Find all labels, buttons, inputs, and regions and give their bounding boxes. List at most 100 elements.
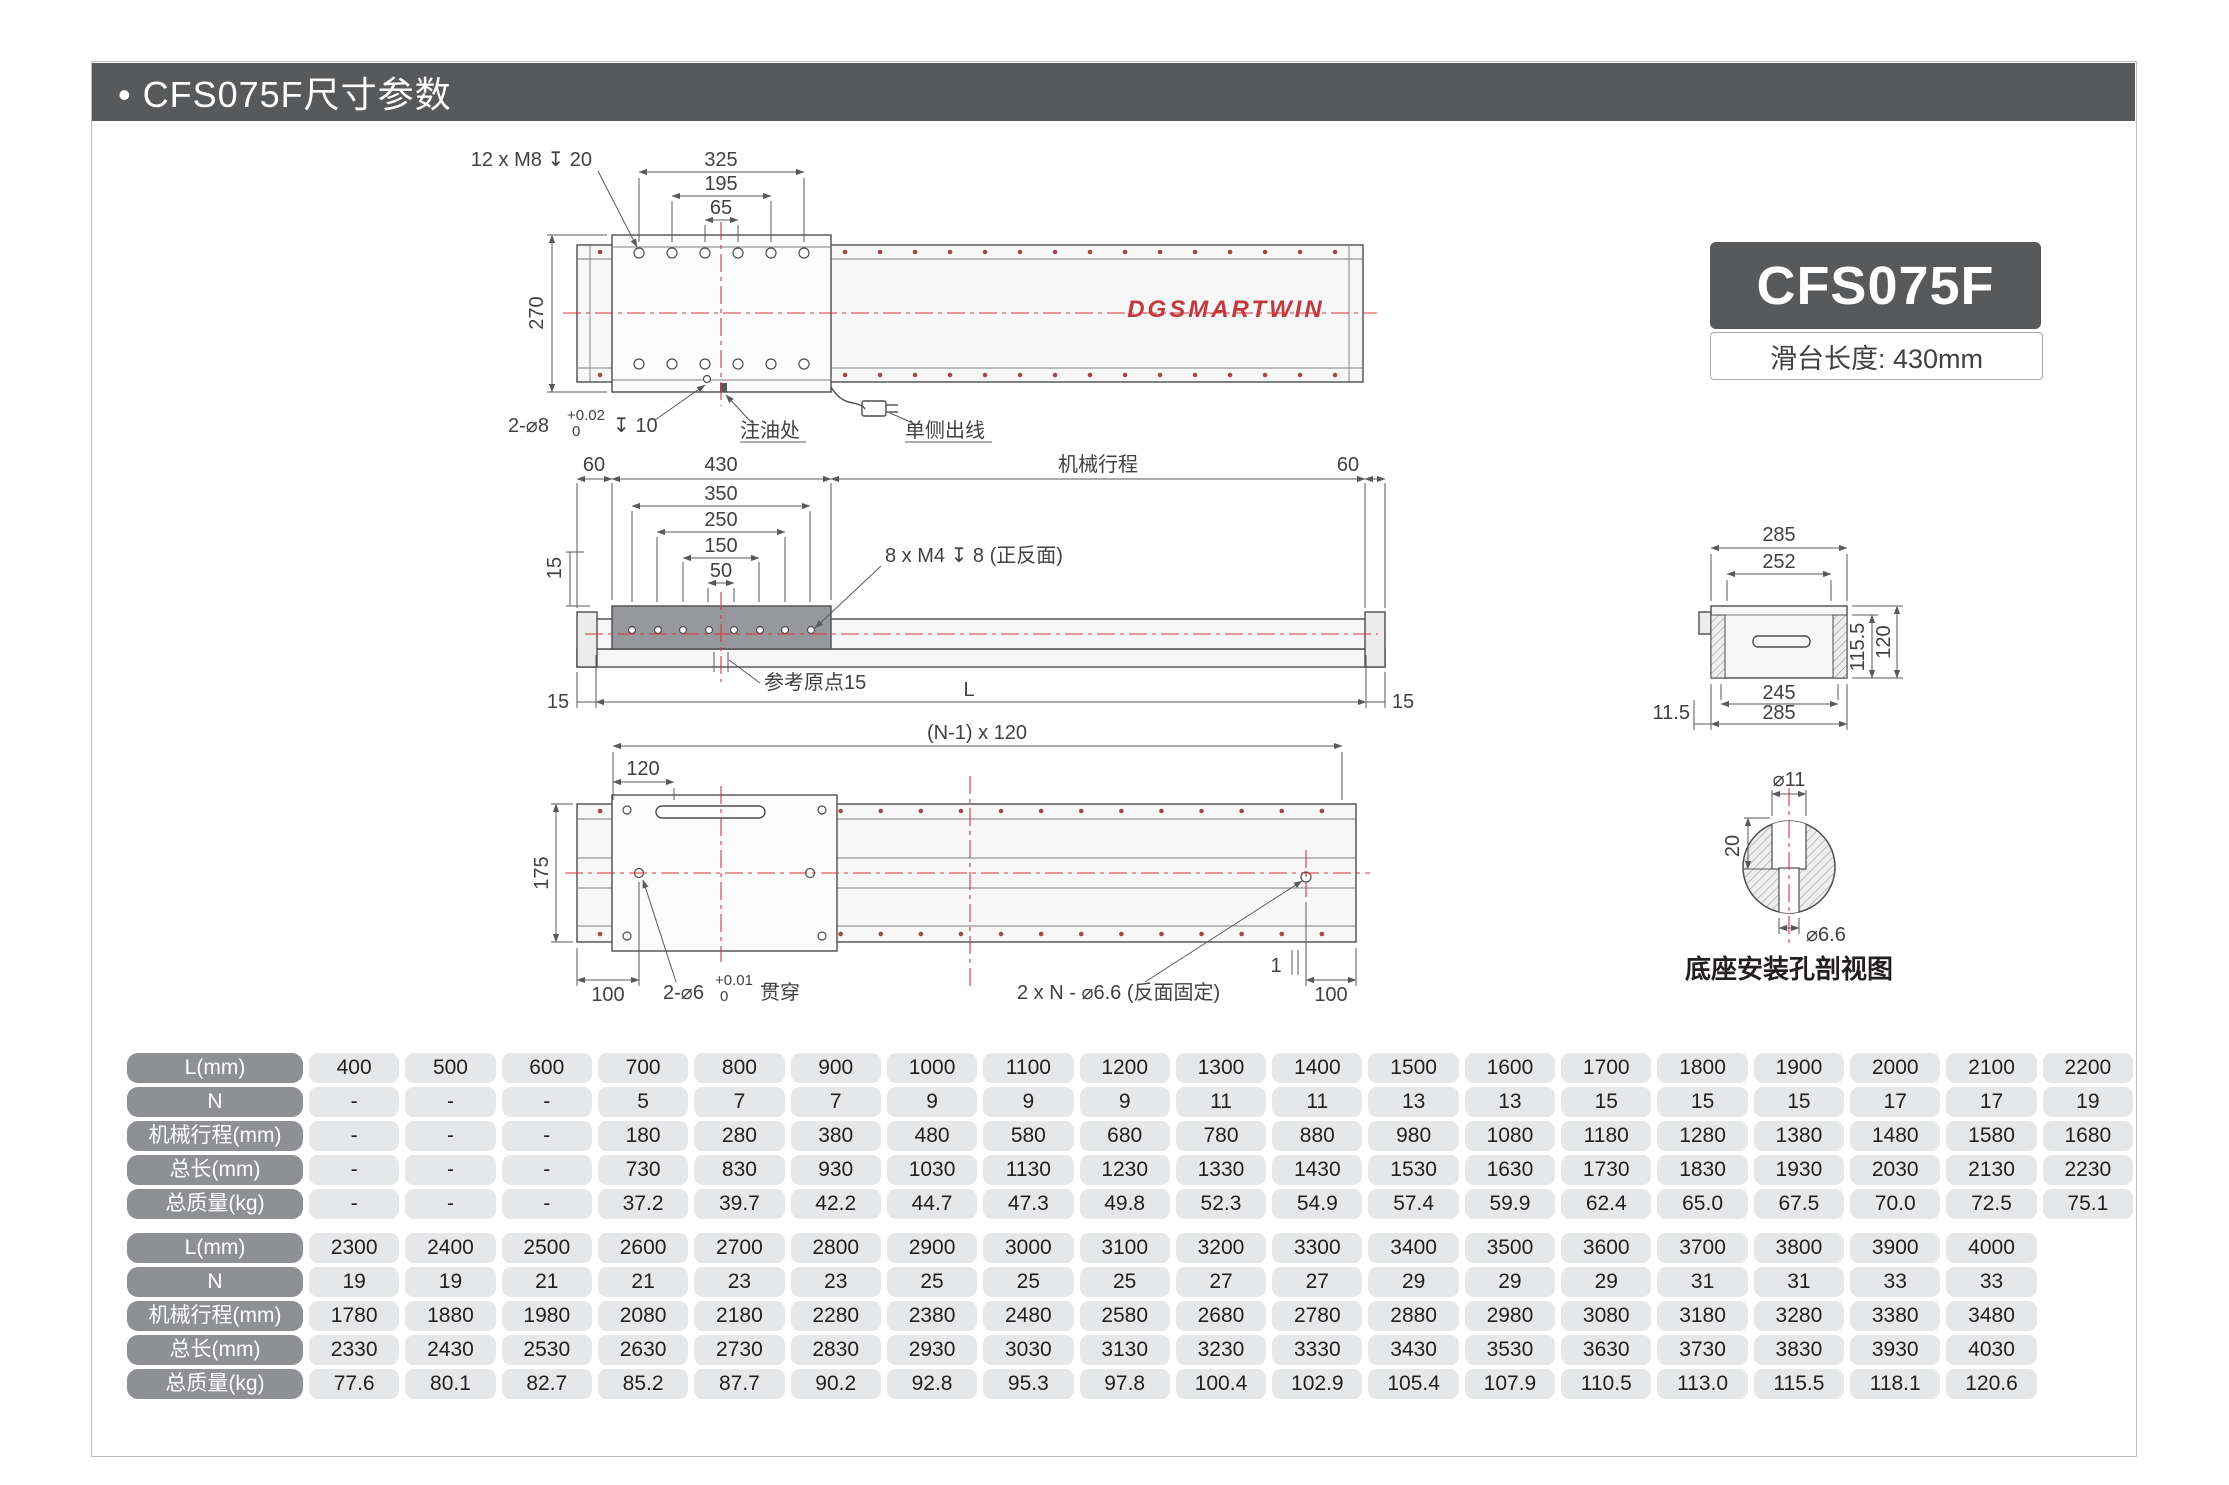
table-cell: 59.9 (1464, 1189, 1556, 1219)
table-cell: 72.5 (1946, 1189, 2037, 1219)
table-cell: 29 (1561, 1267, 1652, 1297)
row-label: L(mm) (127, 1233, 303, 1263)
table-cell: 700 (597, 1053, 689, 1083)
table-cell: 1080 (1464, 1121, 1556, 1151)
table-cell: 2600 (597, 1233, 689, 1263)
through-label: 贯穿 (760, 981, 800, 1004)
dim-100-left: 100 (591, 984, 624, 1006)
dim-175: 175 (531, 856, 553, 889)
table-cell: 9 (1079, 1087, 1170, 1117)
table-cell: 3180 (1657, 1301, 1748, 1331)
table-cell: 19 (2042, 1087, 2133, 1117)
dim-115-5: 115.5 (1847, 623, 1869, 672)
table-cell: 92.8 (886, 1369, 978, 1399)
bottom-view-dimensions: (N-1) x 120 120 175 100 2-⌀6 +0.01 0 贯穿 … (531, 722, 1357, 1006)
dim-350: 350 (704, 483, 737, 505)
table-cell: 54.9 (1272, 1189, 1363, 1219)
table-cell: 3030 (983, 1335, 1074, 1365)
table-cell: 7 (790, 1087, 881, 1117)
table-cell: 180 (597, 1121, 689, 1151)
table-cell: 1230 (1079, 1155, 1170, 1185)
table-cell: 85.2 (597, 1369, 689, 1399)
table-cell: 13 (1464, 1087, 1556, 1117)
table-cell: 2680 (1175, 1301, 1267, 1331)
dim-65: 65 (710, 197, 732, 219)
end-view: 285 252 115.5 120 245 285 11.5 (1653, 524, 1903, 730)
table-cell: 2900 (886, 1233, 978, 1263)
table-cell: 3730 (1657, 1335, 1748, 1365)
table-cell: 580 (983, 1121, 1074, 1151)
table-cell: 3400 (1368, 1233, 1459, 1263)
table-cell: 3000 (983, 1233, 1074, 1263)
top-view: DGSMARTWIN (471, 149, 1377, 443)
table-cell: 2280 (790, 1301, 881, 1331)
table-cell: 930 (790, 1155, 881, 1185)
row-label: 总长(mm) (127, 1155, 303, 1185)
table-cell: 2700 (694, 1233, 785, 1263)
table-cell: 3480 (1946, 1301, 2037, 1331)
dim-50: 50 (710, 560, 732, 582)
page-header: • CFS075F尺寸参数 (92, 63, 2135, 121)
table-cell: 49.8 (1079, 1189, 1170, 1219)
brand-logo: DGSMARTWIN (1127, 296, 1325, 323)
dim-L: L (963, 679, 974, 701)
table-cell: 500 (405, 1053, 496, 1083)
table-cell: 52.3 (1175, 1189, 1267, 1219)
table-cell: 1930 (1753, 1155, 1845, 1185)
table-cell: 25 (1079, 1267, 1170, 1297)
table-cell: 600 (501, 1053, 592, 1083)
table-cell: 21 (597, 1267, 689, 1297)
table-cell: 19 (405, 1267, 496, 1297)
table-cell: - (405, 1087, 496, 1117)
table-cell: 1130 (983, 1155, 1074, 1185)
table-cell: 3900 (1850, 1233, 1941, 1263)
table-cell: 39.7 (694, 1189, 785, 1219)
model-badge: CFS075F (1710, 242, 2041, 329)
table-cell: 2480 (983, 1301, 1074, 1331)
page-title: • CFS075F尺寸参数 (118, 74, 452, 115)
row-label: N (127, 1087, 303, 1117)
table-cell: 1430 (1272, 1155, 1363, 1185)
dim-270: 270 (526, 296, 548, 329)
table-cell: 1000 (886, 1053, 978, 1083)
table-cell: 3830 (1753, 1335, 1845, 1365)
table-cell: 1800 (1657, 1053, 1748, 1083)
table-cell: 2580 (1079, 1301, 1170, 1331)
table-cell: 1580 (1946, 1121, 2037, 1151)
table-cell: 1600 (1464, 1053, 1556, 1083)
table-cell: 1500 (1368, 1053, 1459, 1083)
table-cell: 3800 (1753, 1233, 1845, 1263)
table-cell: 3430 (1368, 1335, 1459, 1365)
dim-195: 195 (704, 173, 737, 195)
table-cell: - (501, 1087, 592, 1117)
callout-phi66: 2 x N - ⌀6.6 (反面固定) (1017, 981, 1220, 1004)
tol-upper: +0.02 (567, 407, 605, 424)
table-cell: 44.7 (886, 1189, 978, 1219)
dim-1: 1 (1270, 955, 1281, 977)
table-cell: 118.1 (1850, 1369, 1941, 1399)
table-cell: 80.1 (405, 1369, 496, 1399)
table-cell: 62.4 (1561, 1189, 1652, 1219)
carriage-mount-holes (633, 247, 810, 370)
table-cell: 87.7 (694, 1369, 785, 1399)
dim-60-left: 60 (583, 454, 605, 476)
table-cell: 400 (309, 1053, 400, 1083)
table-cell: 2230 (2042, 1155, 2133, 1185)
table-cell: - (309, 1155, 400, 1185)
table-cell: 1630 (1464, 1155, 1556, 1185)
row-label: 机械行程(mm) (127, 1121, 303, 1151)
dim-150: 150 (704, 535, 737, 557)
table-cell: 1400 (1272, 1053, 1363, 1083)
table-cell (2043, 1369, 2133, 1399)
table-cell: 1730 (1561, 1155, 1652, 1185)
table-cell: 3200 (1175, 1233, 1267, 1263)
table-cell: 2400 (405, 1233, 496, 1263)
table-cell: 2780 (1272, 1301, 1363, 1331)
stroke-label: 机械行程 (1058, 453, 1138, 476)
table-cell: 25 (886, 1267, 978, 1297)
table-cell: 830 (694, 1155, 785, 1185)
row-label: 机械行程(mm) (127, 1301, 303, 1331)
section-dimensions: ⌀11 20 ⌀6.6 (1722, 769, 1846, 946)
table-cell: - (309, 1087, 400, 1117)
